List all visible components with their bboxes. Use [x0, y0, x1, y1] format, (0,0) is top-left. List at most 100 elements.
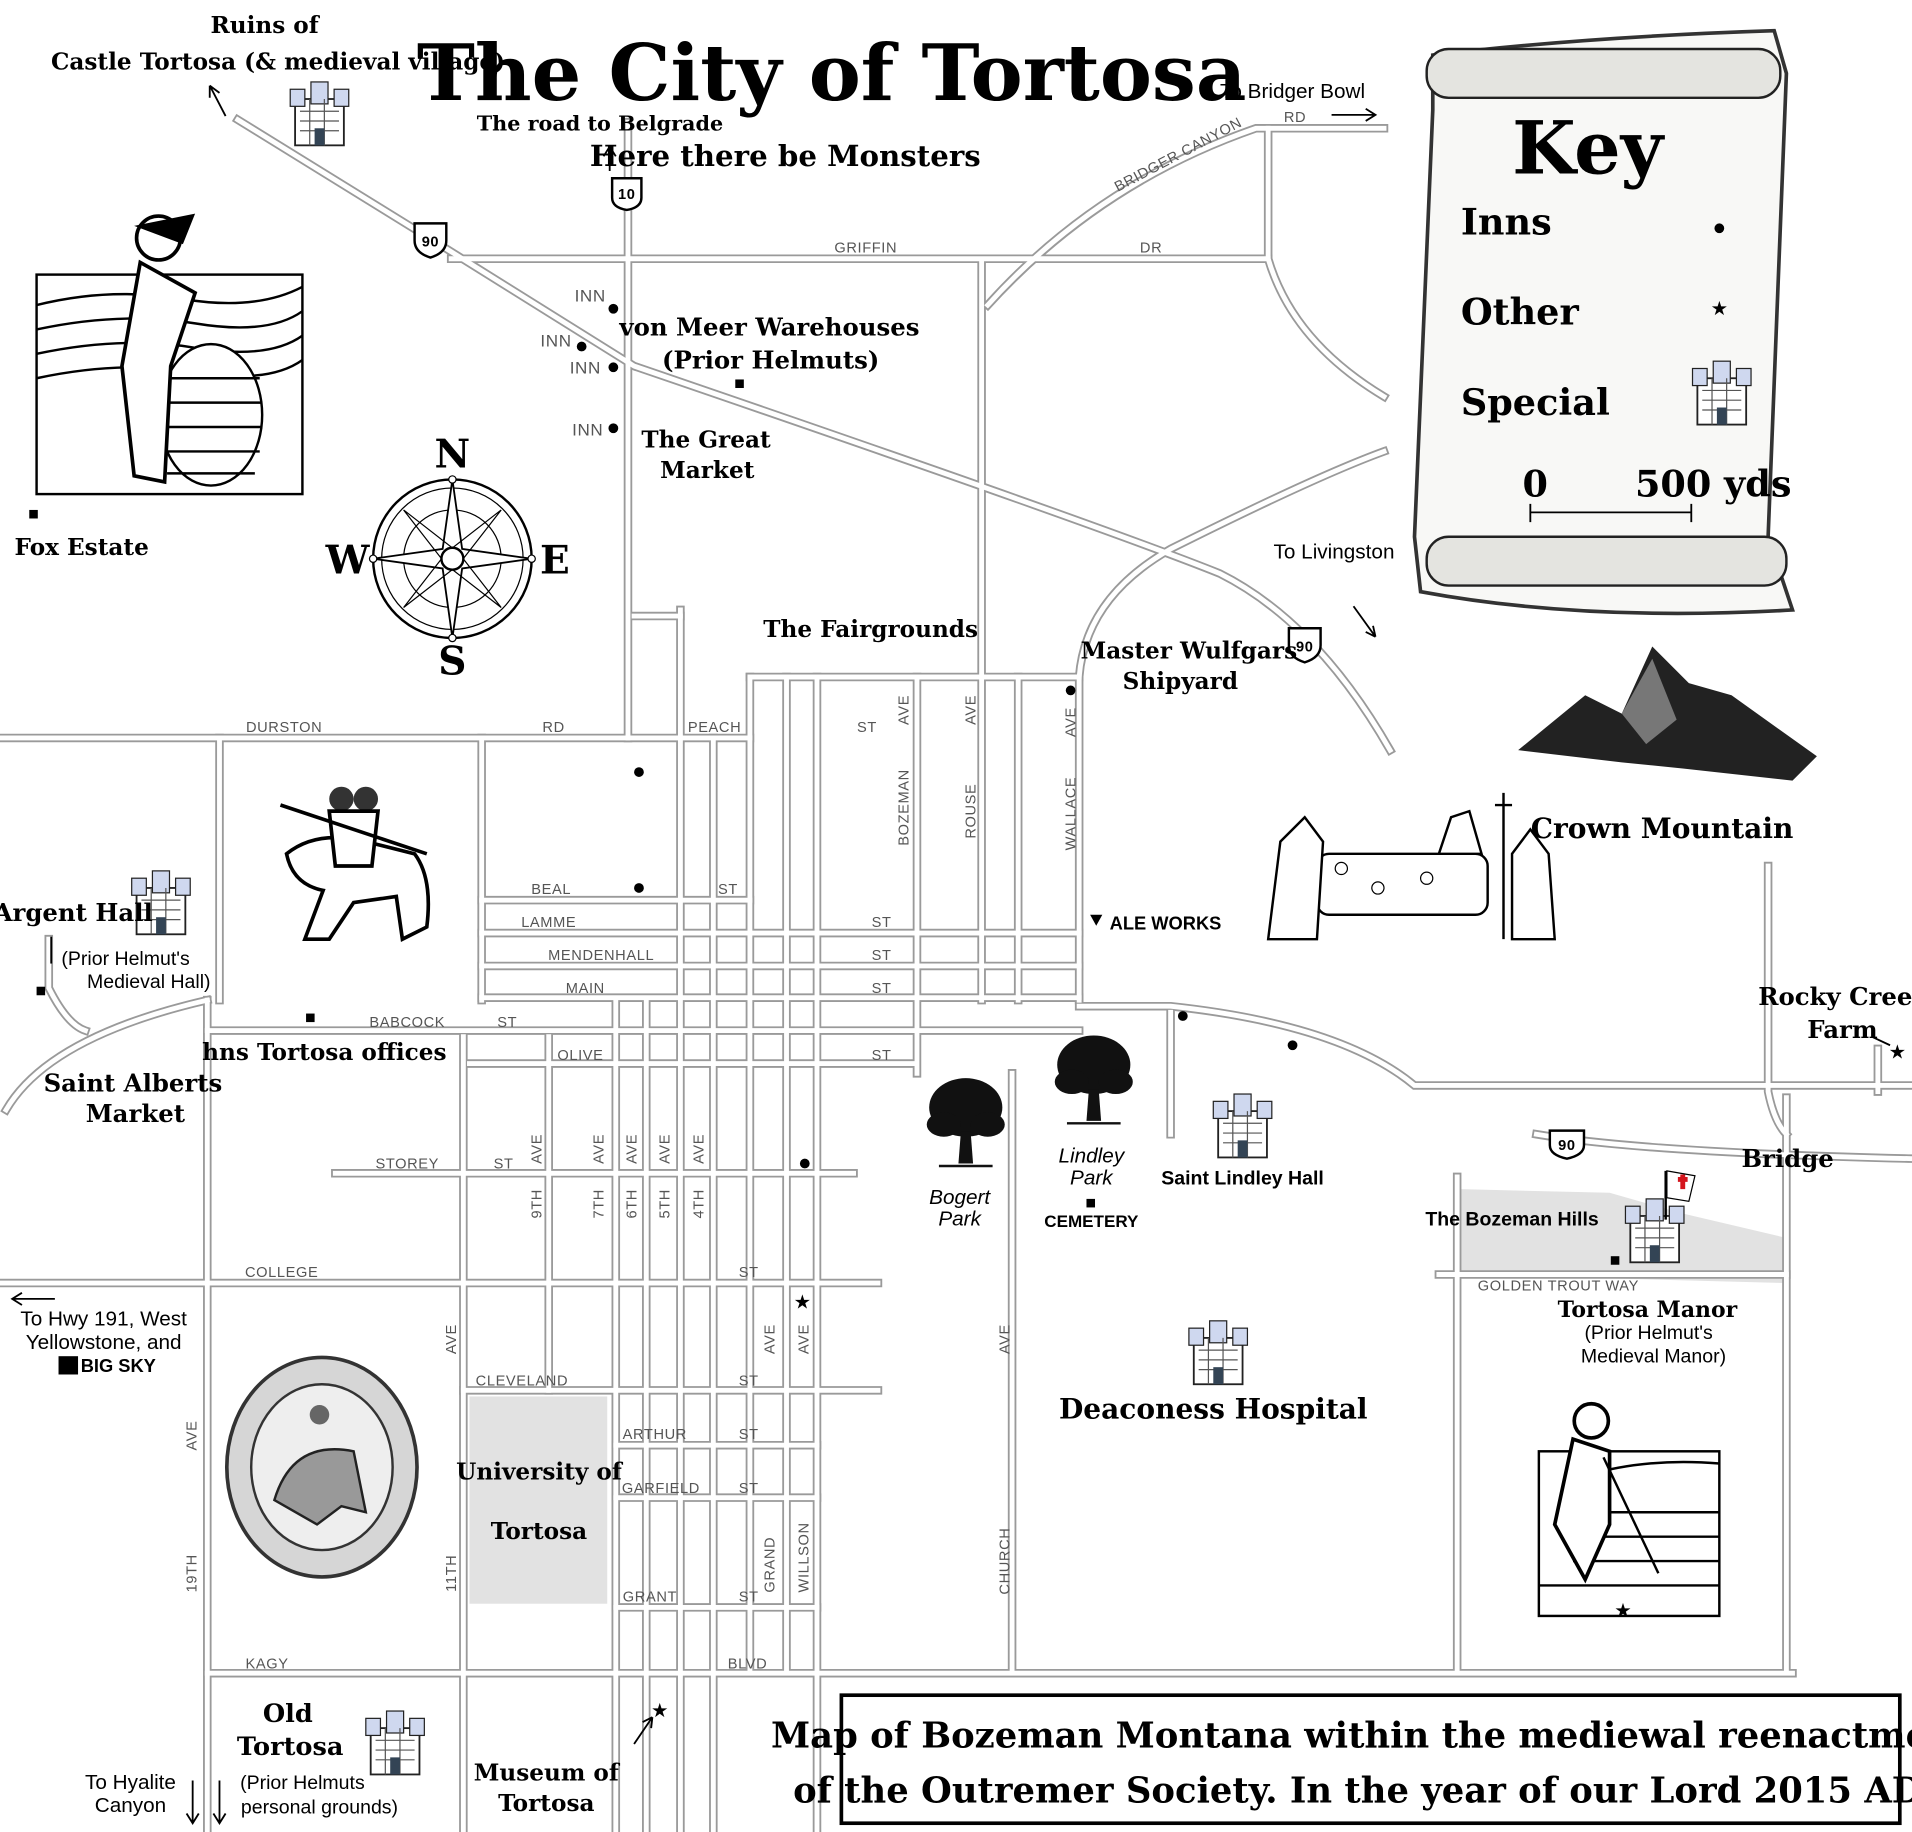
rocky-creek-label: Farm	[1807, 1015, 1878, 1044]
ruins-label: Ruins of	[210, 12, 320, 39]
street-label: AVE	[964, 695, 980, 725]
argent-hall-label: Argent Hall	[0, 898, 153, 927]
old-tortosa-label: (Prior Helmuts	[240, 1772, 365, 1794]
street-label: AVE	[692, 1134, 708, 1164]
street-label: GRAND	[762, 1537, 778, 1593]
tortosa-manor-castle-icon	[1624, 1197, 1685, 1264]
knight-rider-woodcut	[279, 786, 431, 942]
street-label: ST	[857, 720, 877, 736]
scale-start: 0	[1522, 463, 1547, 506]
lindley-park-label: Park	[1070, 1166, 1114, 1189]
bozeman-hills-label: The Bozeman Hills	[1425, 1209, 1599, 1231]
inn-marker-icon	[576, 341, 587, 352]
street-label: 19TH	[184, 1554, 200, 1592]
street-label: ROUSE	[964, 784, 980, 839]
old-tortosa-label: personal grounds)	[241, 1796, 398, 1818]
inn-marker-icon	[1177, 1011, 1188, 1021]
argent-hall-label: (Prior Helmut's	[61, 948, 190, 970]
tortosa-manor-label: (Prior Helmut's	[1584, 1322, 1713, 1344]
key-title: Key	[1512, 105, 1666, 191]
university-label: University of	[456, 1458, 624, 1485]
hns-offices-label: hns Tortosa offices	[202, 1039, 446, 1066]
street-label: PEACH	[688, 720, 741, 736]
street-label: WILLSON	[796, 1522, 812, 1592]
street-label: WALLACE	[1064, 777, 1080, 851]
street-label: 5TH	[657, 1189, 673, 1218]
monks-burial-woodcut	[1266, 792, 1557, 941]
street-label: CLEVELAND	[476, 1373, 568, 1389]
street-label: BEAL	[531, 882, 571, 898]
street-label: AVE	[998, 1324, 1014, 1354]
street-label: ST	[872, 1048, 892, 1064]
scale-bar	[1529, 503, 1693, 523]
inn-label: INN	[575, 286, 606, 305]
street-label: MENDENHALL	[548, 948, 654, 964]
street-label: AVE	[625, 1134, 641, 1164]
ale-works-label: ALE WORKS	[1110, 912, 1222, 933]
arrow-icon	[602, 144, 617, 171]
special-marker-icon	[1086, 1198, 1096, 1208]
caption-box	[839, 1693, 1902, 1826]
old-tortosa-label: Tortosa	[237, 1732, 344, 1762]
wulfgar-label: Master Wulfgars	[1081, 638, 1297, 665]
road	[1765, 863, 1790, 1138]
to-livingston-label: To Livingston	[1274, 541, 1395, 564]
road	[2, 997, 211, 1114]
street-label: RD	[1284, 110, 1306, 126]
street-label: STOREY	[376, 1156, 440, 1172]
inn-marker-icon	[608, 423, 619, 434]
to-hwy191-label: Yellowstone, and	[26, 1331, 182, 1354]
street-label: ST	[497, 1015, 517, 1031]
street-label: 11TH	[444, 1555, 460, 1592]
to-hyalite-label: To Hyalite	[85, 1771, 176, 1794]
wulfgar-label: Shipyard	[1123, 668, 1238, 695]
i90-shield-icon: 90	[1548, 1129, 1586, 1160]
inn-label: INN	[540, 332, 571, 351]
arrow-icon	[1871, 1035, 1891, 1047]
street-label: AVE	[444, 1324, 460, 1354]
road	[46, 936, 89, 1034]
big-sky-label: BIG SKY	[81, 1355, 156, 1376]
other-marker-icon: ★	[1614, 1599, 1631, 1622]
to-hwy191-label: To Hwy 191, West	[20, 1308, 187, 1331]
tortosa-manor-label: Tortosa Manor	[1558, 1297, 1738, 1323]
street-label: AVE	[762, 1324, 778, 1354]
arrow-icon	[1352, 605, 1377, 638]
street-label: AVE	[1064, 707, 1080, 737]
inn-marker-icon	[1287, 1040, 1298, 1051]
saint-alberts-label: Saint Alberts	[44, 1069, 223, 1098]
inn-marker-icon	[608, 303, 619, 314]
barrel-man-woodcut	[35, 213, 304, 496]
cemetery-label: CEMETERY	[1044, 1212, 1139, 1231]
street-label: AVE	[896, 695, 912, 725]
key-scroll	[1412, 28, 1795, 616]
argent-hall-label: Medieval Hall)	[87, 971, 211, 993]
arrow-icon	[633, 1716, 654, 1745]
svg-text:90: 90	[1296, 639, 1314, 655]
compass-e: E	[540, 537, 570, 583]
street-label: LAMME	[521, 915, 576, 931]
street-label: 7TH	[592, 1189, 608, 1218]
ruins-castle-icon	[289, 81, 350, 147]
street-label: ST	[872, 915, 892, 931]
other-marker-icon: ★	[1889, 1041, 1906, 1064]
page-title: The City of Tortosa	[417, 28, 1247, 119]
great-market-label: The Great	[641, 427, 771, 454]
street-label: BABCOCK	[369, 1015, 445, 1031]
arrow-icon	[10, 1292, 55, 1306]
arrow-icon	[1331, 107, 1378, 122]
compass-s: S	[438, 639, 466, 685]
bridge-label: Bridge	[1741, 1144, 1833, 1173]
road-network	[0, 113, 1912, 1832]
tortosa-manor-label: Medieval Manor)	[1581, 1345, 1726, 1367]
crown-mountain-label: Crown Mountain	[1531, 812, 1794, 845]
street-label: 9TH	[529, 1189, 545, 1218]
street-label: 4TH	[692, 1189, 708, 1218]
key-castle-icon	[1691, 360, 1752, 426]
i90-shield-icon: 90	[1287, 627, 1322, 664]
road	[1076, 448, 1388, 680]
old-tortosa-label: Old	[263, 1699, 313, 1729]
street-label: GRIFFIN	[834, 241, 897, 257]
scale-end: 500 yds	[1635, 463, 1792, 506]
